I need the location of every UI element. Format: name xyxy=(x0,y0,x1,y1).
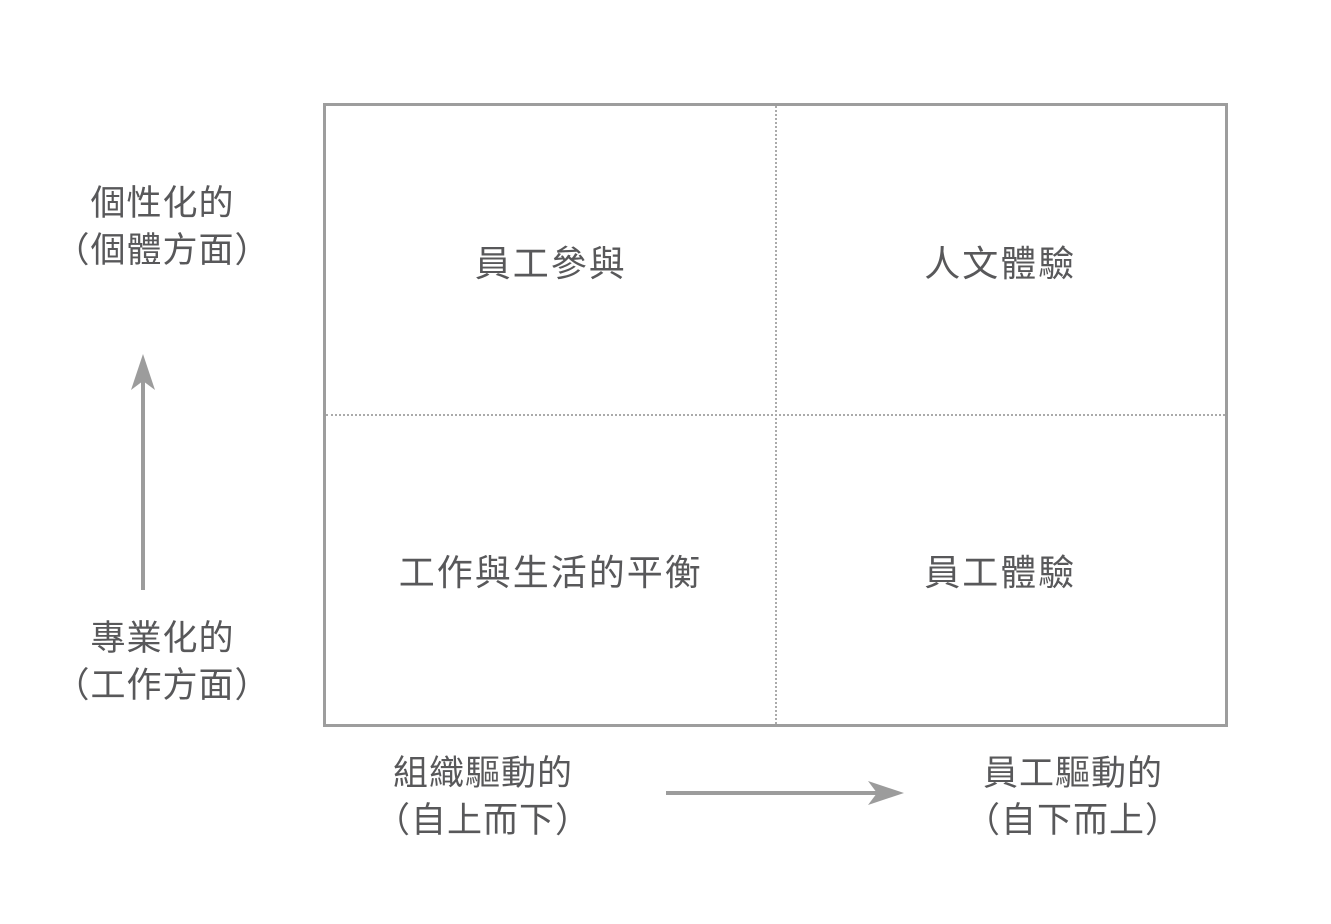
x-axis-left-label: 組織驅動的 （自上而下） xyxy=(353,750,613,844)
quadrant-top-right-label: 人文體驗 xyxy=(924,242,1077,284)
quadrant-top-right: 人文體驗 xyxy=(776,106,1226,415)
quadrant-bottom-right-label: 員工體驗 xyxy=(924,551,1077,593)
horizontal-dotted-divider xyxy=(326,414,1225,416)
x-axis-left-label-line1: 組織驅動的 xyxy=(392,754,573,793)
y-axis-top-label-line1: 個性化的 xyxy=(90,184,235,223)
y-axis-bottom-label-line2: （工作方面） xyxy=(54,666,271,705)
quadrant-bottom-right: 員工體驗 xyxy=(776,415,1226,724)
quadrant-top-left: 員工參與 xyxy=(326,106,776,415)
quadrant-top-left-label: 員工參與 xyxy=(474,242,627,284)
x-axis-left-label-line2: （自上而下） xyxy=(374,801,591,840)
y-axis-bottom-label-line1: 專業化的 xyxy=(90,619,235,658)
y-axis-arrow-up-icon xyxy=(131,354,155,590)
y-axis-top-label: 個性化的 （個體方面） xyxy=(20,180,305,274)
quadrant-box: 員工參與 人文體驗 工作與生活的平衡 員工體驗 xyxy=(323,103,1228,727)
x-axis-right-label-line2: （自下而上） xyxy=(964,801,1181,840)
y-axis-bottom-label: 專業化的 （工作方面） xyxy=(20,615,305,709)
quadrant-bottom-left-label: 工作與生活的平衡 xyxy=(398,551,703,593)
x-axis-arrow-right-icon xyxy=(666,781,904,805)
x-axis-right-label-line1: 員工驅動的 xyxy=(982,754,1163,793)
y-axis-top-label-line2: （個體方面） xyxy=(54,231,271,270)
quadrant-bottom-left: 工作與生活的平衡 xyxy=(326,415,776,724)
x-axis-right-label: 員工驅動的 （自下而上） xyxy=(943,750,1203,844)
